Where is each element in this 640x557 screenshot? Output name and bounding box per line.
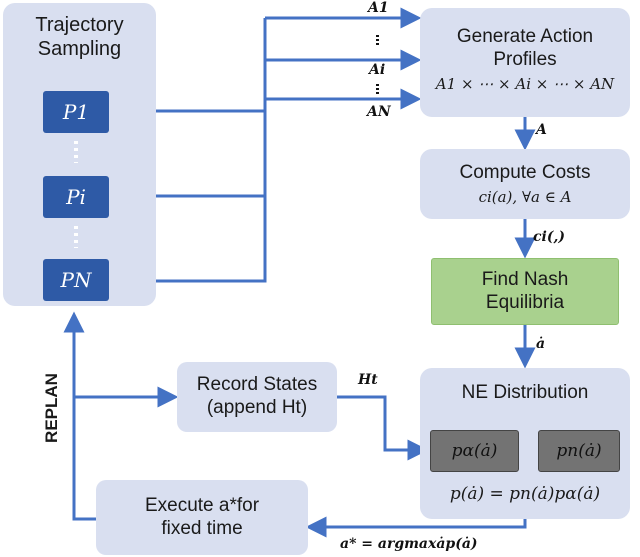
ne-distribution-title: NE Distribution bbox=[461, 382, 589, 403]
policy-pn-label: PN bbox=[60, 268, 92, 292]
find-nash-equilibria-box: Find Nash Equilibria bbox=[431, 258, 619, 325]
record-states-line2: (append Ht) bbox=[206, 397, 308, 418]
edge-ht bbox=[337, 395, 429, 461]
policy-ellipsis-2 bbox=[74, 226, 78, 248]
label-adot: ȧ bbox=[536, 336, 546, 352]
p-n-box: pn(ȧ) bbox=[538, 430, 620, 472]
label-ellipsis-1 bbox=[376, 35, 379, 47]
record-states-line1: Record States bbox=[196, 374, 318, 396]
label-ci: ci(,) bbox=[533, 229, 565, 245]
p-alpha-label: pα(ȧ) bbox=[451, 441, 498, 461]
find-nash-equilibria-title: Find Nash Equilibria bbox=[481, 268, 569, 313]
label-replan: REPLAN bbox=[42, 373, 61, 443]
edge-pn-bus bbox=[109, 18, 267, 283]
execute-line1: Execute a*for bbox=[144, 494, 260, 516]
policy-pn: PN bbox=[43, 259, 109, 301]
edge-replan bbox=[63, 311, 96, 521]
trajectory-sampling-panel: Trajectory Sampling bbox=[3, 3, 156, 306]
generate-action-profiles-title: Generate Action Profiles bbox=[456, 25, 594, 70]
label-a: A bbox=[536, 122, 547, 138]
label-argmax: a* = argmaxȧp(ȧ) bbox=[340, 536, 478, 552]
label-ht: Ht bbox=[358, 372, 378, 388]
compute-costs-title: Compute Costs bbox=[459, 161, 591, 183]
policy-pi-label: Pi bbox=[66, 185, 86, 209]
label-ellipsis-2 bbox=[376, 84, 379, 96]
edge-argmax bbox=[305, 516, 527, 538]
p-n-label: pn(ȧ) bbox=[556, 441, 602, 461]
label-a1: A1 bbox=[368, 0, 389, 16]
generate-action-profiles-box: Generate Action Profiles A1 × ⋯ × Ai × ⋯… bbox=[420, 8, 630, 117]
ne-distribution-formula: p(ȧ) = pn(ȧ)pα(ȧ) bbox=[449, 484, 601, 504]
compute-costs-formula: ci(a), ∀a ∈ A bbox=[478, 188, 572, 207]
record-states-box: Record States (append Ht) bbox=[177, 362, 337, 432]
execute-box: Execute a*for fixed time bbox=[96, 480, 308, 555]
p-alpha-box: pα(ȧ) bbox=[430, 430, 519, 472]
label-ai: Ai bbox=[369, 62, 386, 78]
trajectory-sampling-title: Trajectory Sampling bbox=[35, 14, 124, 60]
compute-costs-box: Compute Costs ci(a), ∀a ∈ A bbox=[420, 149, 630, 219]
action-profile-formula: A1 × ⋯ × Ai × ⋯ × AN bbox=[435, 75, 615, 94]
execute-line2: fixed time bbox=[161, 517, 243, 539]
policy-p1: P1 bbox=[43, 91, 109, 133]
policy-pi: Pi bbox=[43, 176, 109, 218]
policy-ellipsis-1 bbox=[74, 141, 78, 163]
policy-p1-label: P1 bbox=[62, 100, 90, 124]
label-an: AN bbox=[367, 104, 391, 120]
